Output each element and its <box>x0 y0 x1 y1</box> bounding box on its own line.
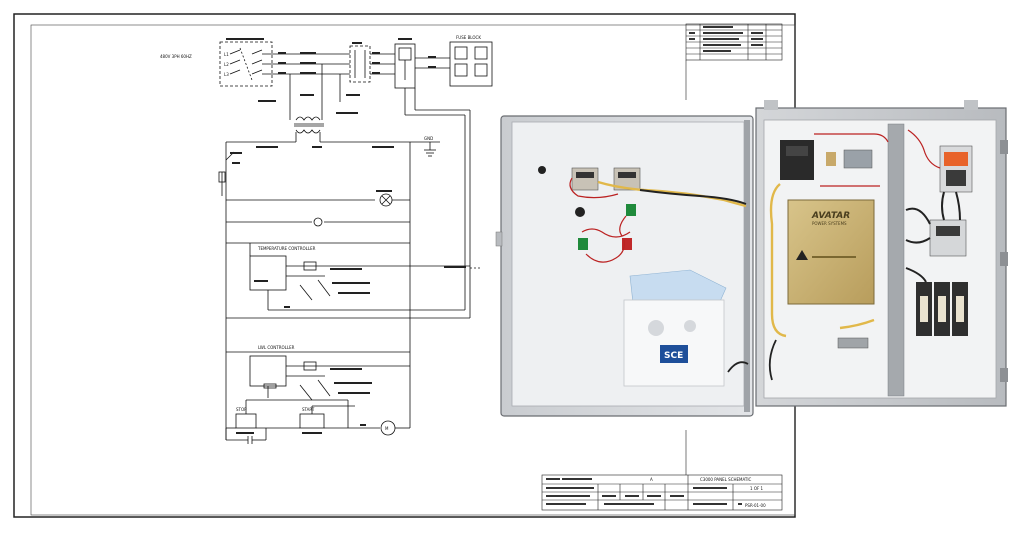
stop-label: STOP <box>236 407 247 412</box>
avatar-logo-sub: POWER SYSTEMS <box>812 221 847 226</box>
title-block-rev: A <box>650 477 653 482</box>
fuse-block-label: FUSE BLOCK <box>456 35 481 40</box>
ground-bar <box>837 337 869 349</box>
title-block-title: C3000 PANEL SCHEMATIC <box>700 477 752 482</box>
ground-label: GND <box>424 136 433 141</box>
title-block-sheet: 1 OF 1 <box>750 486 764 491</box>
door-green-button-2 <box>578 238 588 250</box>
control-ladder <box>218 142 482 444</box>
supply-label: 480V 3PH 60HZ <box>160 54 192 59</box>
door-knob-hole <box>538 166 546 174</box>
door-relay-1 <box>571 167 599 191</box>
title-block-drawing-no: PSR-01-00 <box>745 503 766 508</box>
start-label: START <box>302 407 315 412</box>
door-black-button <box>575 207 585 217</box>
wire-duct <box>887 123 905 397</box>
avatar-logo: AVATAR <box>811 211 850 221</box>
revision-block-text <box>689 26 763 52</box>
l1-label: L1 <box>224 52 229 57</box>
fuse-holders <box>916 282 968 336</box>
title-block-filler <box>546 478 742 505</box>
title-block <box>541 430 783 511</box>
l2-label: L2 <box>224 62 229 67</box>
terminal-block <box>843 149 873 169</box>
motor-label: M <box>385 426 389 431</box>
door-green-button-1 <box>626 204 636 216</box>
warning-triangle <box>796 250 808 260</box>
door-wiring <box>569 177 749 373</box>
l3-label: L3 <box>224 72 229 77</box>
revision-block <box>685 23 783 100</box>
door-red-button <box>622 238 632 250</box>
nameplate-logo: SCE <box>664 351 683 361</box>
enclosure-photo: SCE AVATAR POWER SYSTEMS <box>495 100 1008 417</box>
temp-controller-label: TEMPERATURE CONTROLLER <box>257 246 316 251</box>
schematic-annotations <box>226 38 466 434</box>
contactor <box>929 219 967 257</box>
nameplate <box>623 299 725 387</box>
panel-wiring <box>768 129 961 381</box>
lwl-controller-label: LWL CONTROLLER <box>258 345 295 350</box>
